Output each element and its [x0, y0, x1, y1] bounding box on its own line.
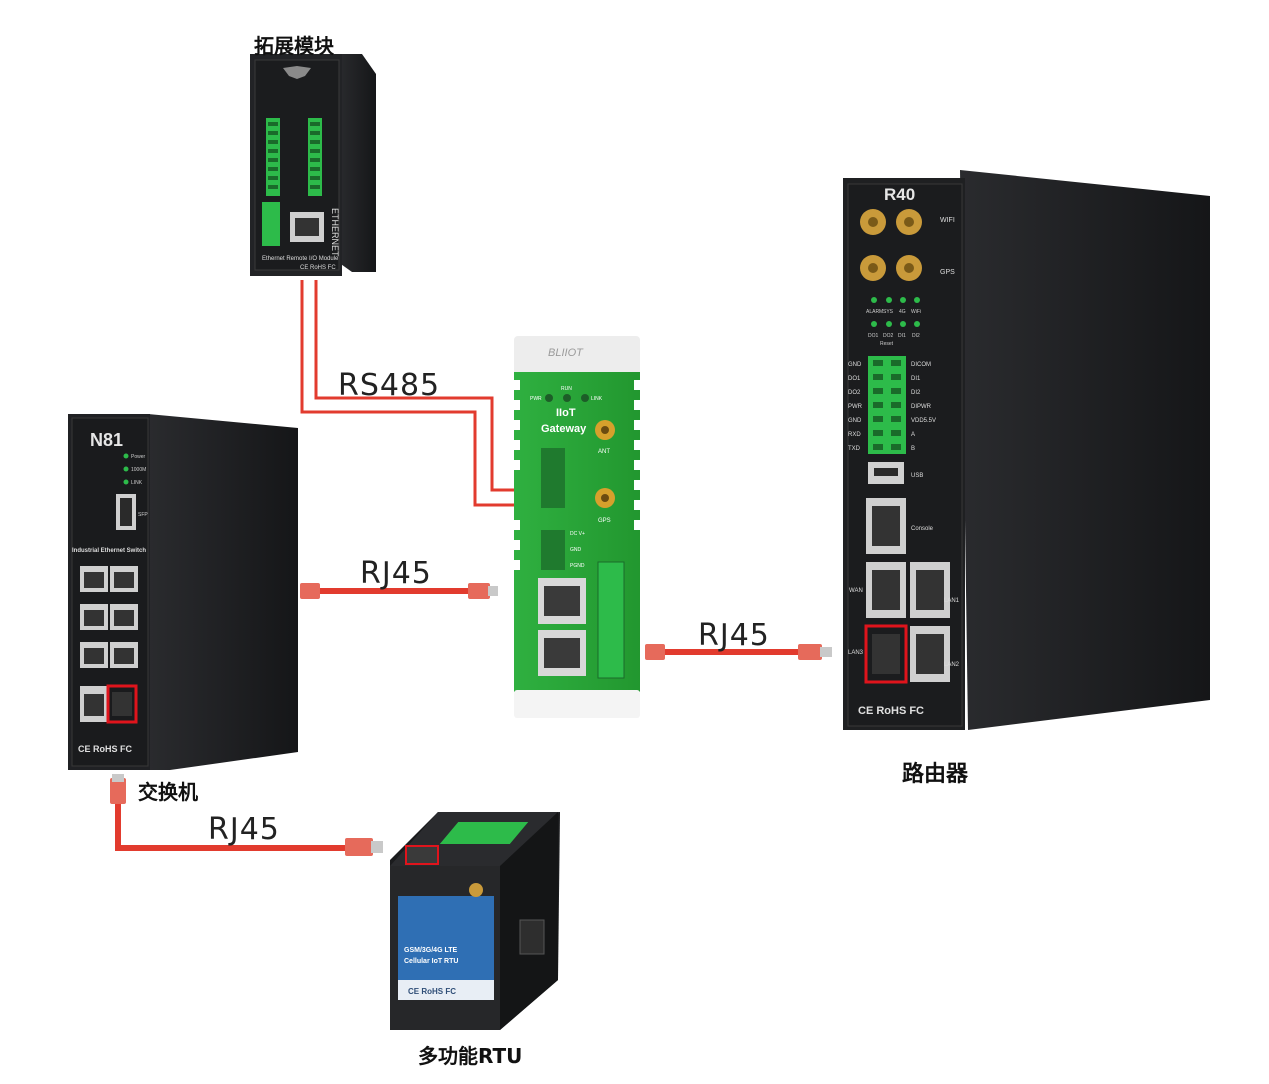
router-led-label-do1: DO1 [868, 333, 879, 339]
gateway-title-line2: Gateway [541, 423, 587, 435]
router-wan-label: WAN [849, 588, 863, 594]
router-led-label-do2: DO2 [883, 333, 894, 339]
rtu-certs: CE RoHS FC [408, 987, 456, 996]
gateway-led-link: LINK [591, 396, 603, 402]
rtu-label: 多功能RTU [418, 1044, 523, 1068]
router-model: R40 [884, 185, 915, 204]
rj45-cable-switch-gateway [300, 583, 498, 599]
router-right-pin-4: VDD5.5V [911, 418, 936, 424]
router-led-label-alarm: ALARM [866, 309, 883, 315]
gateway-title-line1: IIoT [556, 407, 576, 419]
router-right-pin-6: B [911, 446, 915, 452]
rj45-switch-rtu-label: RJ45 [208, 812, 280, 847]
switch-caption: Industrial Ethernet Switch [72, 548, 146, 554]
switch-label: 交换机 [138, 780, 198, 804]
router-right-pin-3: DIPWR [911, 404, 932, 410]
router-right-pin-5: A [911, 432, 915, 438]
router-left-pin-2: DO2 [848, 390, 861, 396]
router-left-pin-6: TXD [848, 446, 861, 452]
switch-certs: CE RoHS FC [78, 744, 133, 754]
router-right-pin-1: DI1 [911, 376, 921, 382]
router-wifi-label: WIFI [940, 217, 955, 224]
rtu-line1: GSM/3G/4G LTE [404, 947, 457, 954]
gateway-led-pwr: PWR [530, 396, 542, 402]
io-module-device [250, 54, 376, 276]
rs485-connection-label: RS485 [338, 368, 441, 403]
router-led-label-di1: DI1 [898, 333, 906, 339]
router-led-label-sys: SYS [883, 309, 894, 315]
io-module-caption: Ethernet Remote I/O Module [262, 256, 339, 262]
switch-device [68, 414, 298, 770]
rtu-device [390, 812, 560, 1030]
gateway-brand: BLIIOT [548, 347, 584, 359]
gateway-ant1-label: ANT [598, 449, 610, 455]
router-lan2-label: LAN2 [944, 662, 960, 668]
rj45-cable-switch-rtu [110, 774, 383, 856]
router-lan1-label: LAN1 [944, 598, 960, 604]
router-label: 路由器 [902, 762, 969, 787]
router-right-pin-2: DI2 [911, 390, 921, 396]
gateway-dcv-label: DC V+ [570, 531, 585, 537]
switch-led-link: LINK [131, 480, 143, 486]
router-led-label-4g: 4G [899, 309, 906, 315]
rj45-switch-gateway-label: RJ45 [360, 556, 432, 591]
rs485-cable [300, 280, 515, 507]
rj45-cable-gateway-router [645, 644, 832, 660]
switch-led-power: Power [131, 454, 146, 460]
switch-sfp-label: SFP [138, 512, 148, 518]
rtu-line2: Cellular IoT RTU [404, 958, 458, 965]
router-left-pin-5: RXD [848, 432, 861, 438]
gateway-led-run: RUN [561, 386, 572, 392]
router-right-pin-0: DICOM [911, 362, 931, 368]
router-led-label-wifi: WiFi [911, 309, 921, 315]
gateway-ant2-label: GPS [598, 518, 611, 524]
switch-led-1000m: 1000M [131, 467, 146, 473]
io-module-ethernet-text: ETHERNET [330, 208, 340, 257]
gateway-gnd-label: GND [570, 547, 582, 553]
router-usb-label: USB [911, 473, 923, 479]
router-certs: CE RoHS FC [858, 705, 924, 717]
router-left-pin-3: PWR [848, 404, 863, 410]
router-lan3-label: LAN3 [848, 650, 864, 656]
router-gps-label: GPS [940, 269, 955, 276]
router-console-label: Console [911, 526, 934, 532]
gateway-device [514, 336, 640, 718]
router-led-label-di2: DI2 [912, 333, 920, 339]
rj45-gateway-router-label: RJ45 [698, 618, 770, 653]
router-left-pin-0: GND [848, 362, 862, 368]
router-reset-label: Reset [880, 341, 894, 347]
router-left-pin-1: DO1 [848, 376, 861, 382]
switch-model: N81 [90, 430, 123, 450]
expansion-module-label: 拓展模块 [254, 34, 334, 58]
router-device [843, 170, 1210, 730]
router-left-pin-4: GND [848, 418, 862, 424]
io-module-certs: CE RoHS FC [300, 265, 336, 271]
gateway-pgnd-label: PGND [570, 563, 585, 569]
